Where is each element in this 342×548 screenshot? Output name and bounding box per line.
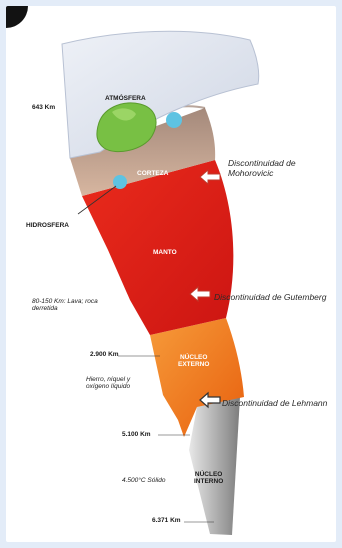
depth-outer-core-base-label: 5.100 Km — [122, 431, 151, 438]
composition-line1: Hierro, níquel y — [86, 376, 130, 383]
atmosphere-label: ATMÓSFERA — [105, 95, 146, 102]
earth-layers-diagram — [6, 6, 336, 542]
inner-core-layer — [189, 397, 240, 535]
inner-core-state-label: 4.500°C Sólido — [122, 477, 165, 484]
inner-core-label-line1: NÚCLEO — [194, 471, 223, 478]
mohorovicic-line1: Discontinuidad de — [228, 158, 296, 168]
hydrosphere-label: HIDROSFERA — [26, 222, 69, 229]
ocean-shape — [166, 112, 182, 128]
mohorovicic-line2: Mohorovicic — [228, 168, 296, 178]
depth-lava-line1: 80-150 Km: Lava; roca — [32, 298, 98, 305]
mohorovicic-label: Discontinuidad de Mohorovicic — [228, 158, 296, 178]
outer-core-composition-label: Hierro, níquel y oxígeno líquido — [86, 376, 130, 390]
crust-label: CORTEZA — [137, 170, 168, 177]
depth-mantle-base-label: 2.900 Km — [90, 351, 119, 358]
depth-lava-line2: derretida — [32, 305, 98, 312]
outer-core-label-line2: EXTERNO — [178, 361, 209, 368]
depth-center-label: 6.371 Km — [152, 517, 181, 524]
depth-atmosphere-label: 643 Km — [32, 104, 55, 111]
inner-core-label-line2: INTERNO — [194, 478, 223, 485]
mantle-label: MANTO — [153, 249, 177, 256]
outer-core-label-line1: NÚCLEO — [178, 354, 209, 361]
composition-line2: oxígeno líquido — [86, 383, 130, 390]
inner-core-label: NÚCLEO INTERNO — [194, 471, 223, 485]
outer-core-label: NÚCLEO EXTERNO — [178, 354, 209, 368]
lehmann-label: Discontinuidad de Lehmann — [222, 398, 327, 408]
depth-lava-label: 80-150 Km: Lava; roca derretida — [32, 298, 98, 312]
diagram-frame: ATMÓSFERA CORTEZA HIDROSFERA MANTO NÚCLE… — [6, 6, 336, 542]
gutenberg-label: Discontinuidad de Gutemberg — [214, 292, 326, 302]
